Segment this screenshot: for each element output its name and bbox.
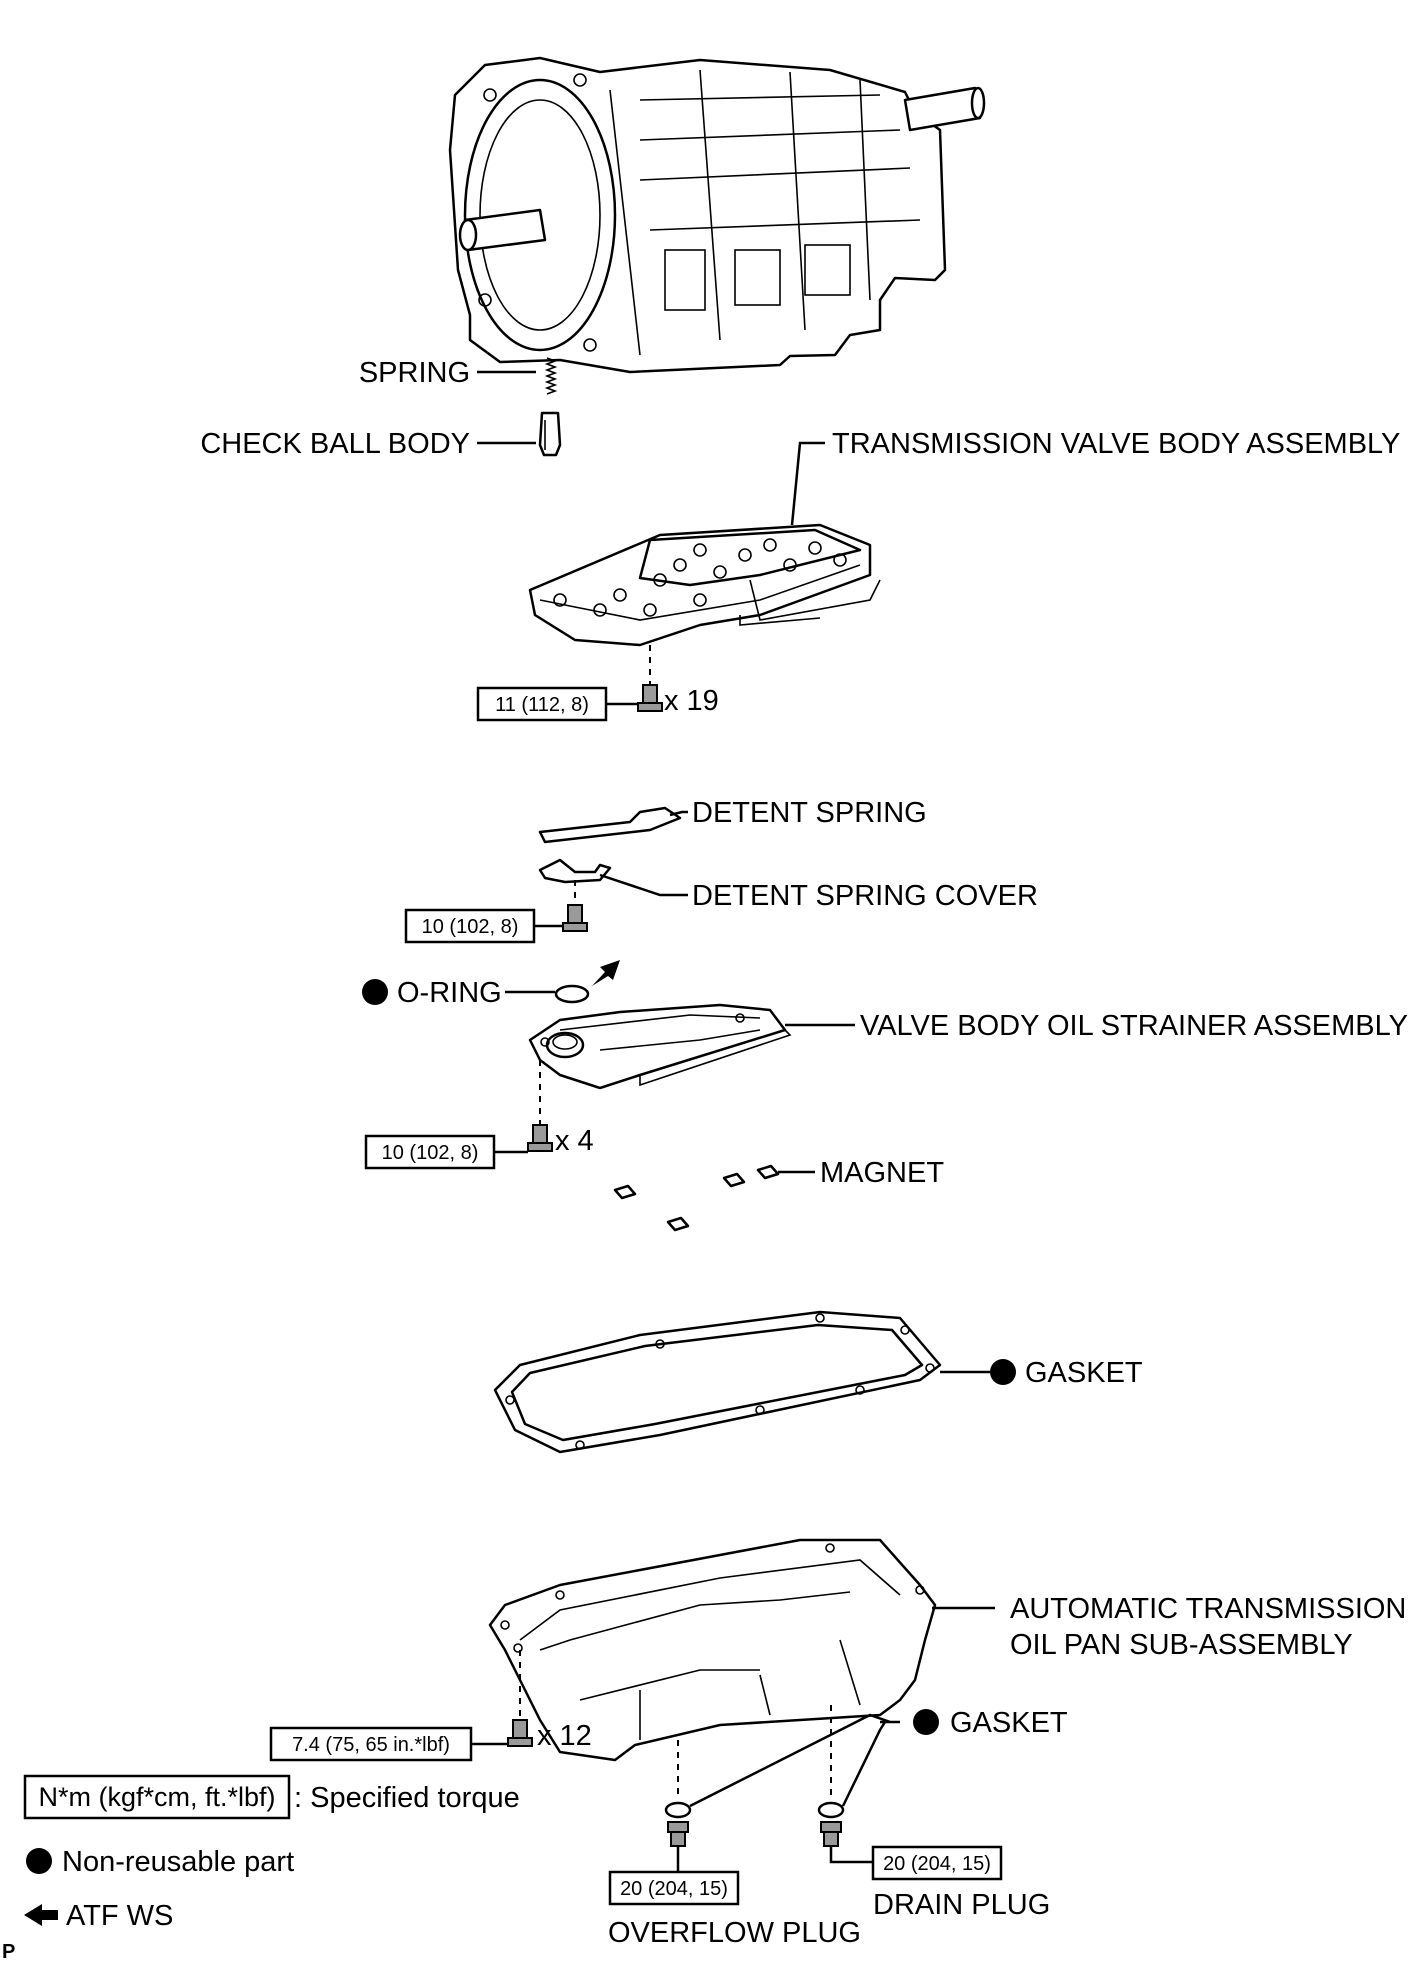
bolt-icon — [637, 684, 663, 712]
torque-box-strainer — [364, 1134, 496, 1170]
drain-plug-part — [820, 1821, 842, 1847]
legend-atf: ATF WS — [66, 1900, 173, 1932]
label-check-ball-body: CHECK BALL BODY — [200, 428, 470, 460]
torque-box-oil-pan — [269, 1726, 473, 1762]
non-reusable-marker-icon — [913, 1709, 939, 1735]
torque-box-detent — [404, 908, 536, 944]
legend-torque-desc: : Specified torque — [294, 1782, 520, 1814]
label-detent-spring-cover: DETENT SPRING COVER — [692, 880, 1038, 912]
torque-strainer-bolts: 10 (102, 8) — [382, 1142, 479, 1164]
torque-oil-pan-bolts: 7.4 (75, 65 in.*lbf) — [292, 1734, 450, 1756]
non-reusable-marker-icon — [990, 1359, 1016, 1385]
bolt-icon — [507, 1719, 533, 1747]
torque-box-overflow-plug — [608, 1870, 740, 1906]
label-detent-spring: DETENT SPRING — [692, 797, 927, 829]
legend: N*m (kgf*cm, ft.*lbf) : Specified torque… — [23, 1774, 520, 1932]
qty-strainer-bolts: x 4 — [555, 1125, 594, 1157]
qty-oil-pan-bolts: x 12 — [537, 1720, 592, 1752]
pan-gasket-part — [493, 1310, 942, 1454]
torque-drain-plug: 20 (204, 15) — [883, 1853, 991, 1875]
qty-valve-body-bolts: x 19 — [664, 685, 719, 717]
atf-arrow-icon — [24, 1904, 58, 1926]
label-valve-body-oil-strainer-assembly: VALVE BODY OIL STRAINER ASSEMBLY — [860, 1010, 1408, 1042]
bolt-icon — [527, 1124, 553, 1152]
drain-plug-gasket-part — [817, 1801, 845, 1819]
label-oil-pan-line2: OIL PAN SUB-ASSEMBLY — [1010, 1629, 1353, 1661]
transmission-case-illustration — [448, 56, 986, 374]
check-ball-body-part — [538, 411, 562, 457]
label-gasket-pan: GASKET — [1025, 1357, 1143, 1389]
valve-body-part — [528, 523, 881, 647]
label-magnet: MAGNET — [820, 1157, 944, 1189]
torque-box-valve-body — [476, 686, 608, 722]
legend-non-reusable: Non-reusable part — [62, 1846, 294, 1878]
torque-overflow-plug: 20 (204, 15) — [620, 1878, 728, 1900]
legend-torque-unit: N*m (kgf*cm, ft.*lbf) — [38, 1782, 275, 1812]
label-gasket-plugs: GASKET — [950, 1707, 1068, 1739]
detent-spring-part — [538, 806, 682, 844]
label-transmission-valve-body-assembly: TRANSMISSION VALVE BODY ASSEMBLY — [832, 428, 1400, 460]
o-ring-part — [554, 984, 590, 1004]
legend-torque-box — [23, 1774, 291, 1820]
label-drain-plug: DRAIN PLUG — [873, 1889, 1050, 1921]
atf-arrow-icon — [592, 960, 620, 986]
torque-valve-body-bolts: 11 (112, 8) — [495, 694, 589, 716]
overflow-plug-part — [667, 1821, 689, 1847]
oil-pan-part — [488, 1538, 937, 1762]
footer-mark: P — [2, 1941, 15, 1963]
magnet-parts — [613, 1164, 780, 1232]
label-overflow-plug: OVERFLOW PLUG — [608, 1917, 861, 1949]
label-spring: SPRING — [359, 357, 470, 389]
detent-spring-cover-part — [538, 858, 612, 884]
torque-box-drain-plug — [871, 1845, 1003, 1881]
non-reusable-marker-icon — [362, 979, 388, 1005]
oil-strainer-part — [528, 1003, 792, 1090]
bolt-icon — [562, 904, 588, 932]
torque-detent-spring-bolt: 10 (102, 8) — [422, 916, 519, 938]
spring-part — [544, 357, 558, 395]
overflow-plug-gasket-part — [664, 1801, 692, 1819]
label-o-ring: O-RING — [397, 977, 502, 1009]
label-oil-pan-line1: AUTOMATIC TRANSMISSION — [1010, 1593, 1406, 1625]
non-reusable-marker-icon — [26, 1848, 52, 1874]
